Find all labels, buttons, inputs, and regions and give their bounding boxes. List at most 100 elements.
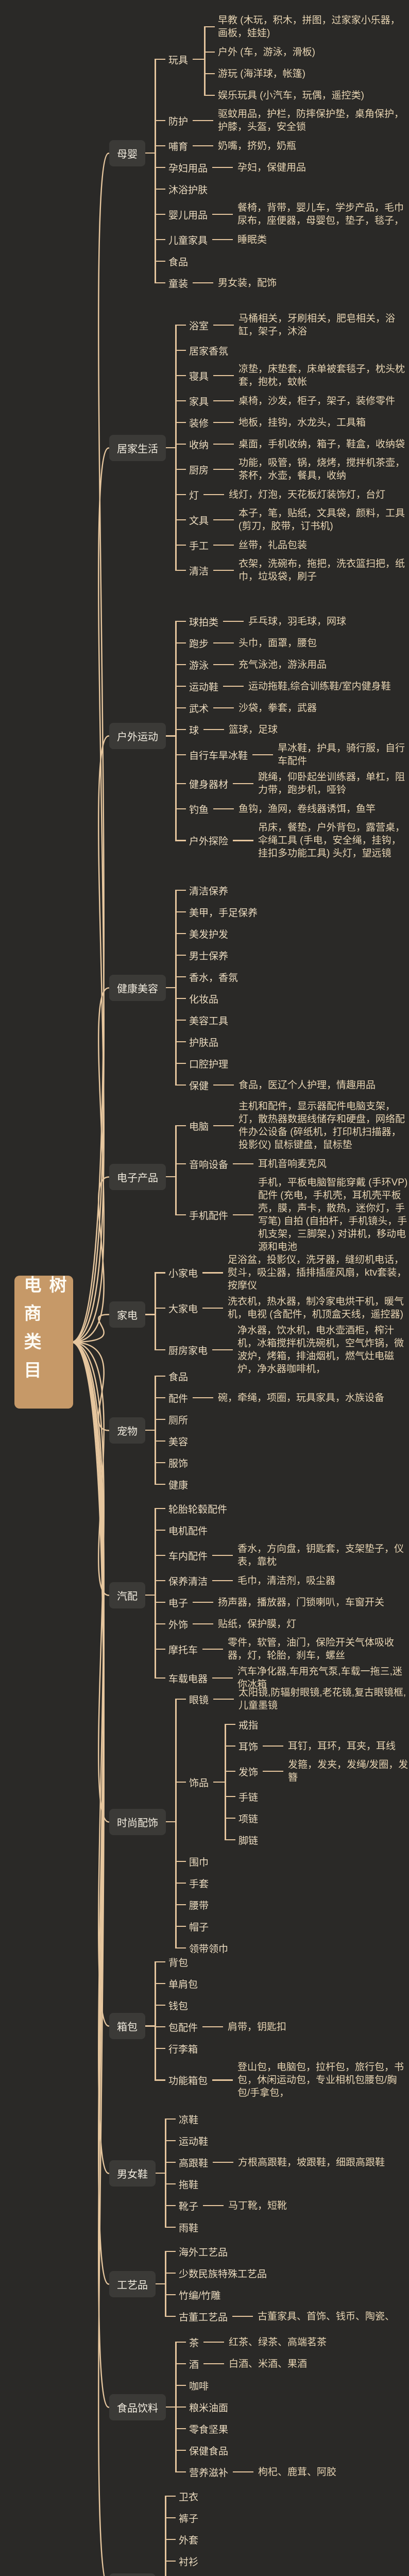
leaf-text: 足浴盆，投影仪，洗牙器，缝纫机电话，熨斗，吸尘器，插排插座风扇，ktv套装，按摩… xyxy=(228,1255,407,1291)
category-node: 健康美容 xyxy=(109,974,166,1001)
tree-row: 领带领巾 xyxy=(175,1937,409,1959)
leaf-text: 肩带，钥匙扣 xyxy=(228,2021,287,2032)
node-label: 厨房家电 xyxy=(168,1345,208,1357)
leaf-text: 游玩 (海洋球，帐篷) xyxy=(218,68,305,79)
tree-row: 早教 (木玩，积木，拼图，过家家小乐器，画板，娃娃) xyxy=(204,12,409,41)
root-branch-curve xyxy=(70,152,110,1343)
tree-row: 古董工艺品古董家具、首饰、钱币、陶瓷、 xyxy=(165,2306,395,2327)
tree-row: 雨鞋 xyxy=(165,2216,385,2238)
tree-row: 衬衫 xyxy=(165,2550,409,2572)
node-label: 文具 xyxy=(189,515,209,527)
leaf-text: 白酒、米酒、果酒 xyxy=(229,2358,308,2369)
category-node: 宠物 xyxy=(109,1417,145,1444)
root-branch-curve xyxy=(70,1176,110,1343)
branch-group: 母婴玩具早教 (木玩，积木，拼图，过家家小乐器，画板，娃娃)户外 (车，游泳，滑… xyxy=(109,12,409,294)
connector-stub xyxy=(193,1623,214,1625)
node-label: 浴室 xyxy=(189,320,209,332)
tree-row: 车内配件香水，方向盘，钥匙套，支架垫子，仪表，靠枕 xyxy=(155,1541,409,1570)
leaf-text: 马丁靴，短靴 xyxy=(228,2200,287,2211)
leaf-text: 餐椅，背带，婴儿车，学步产品，毛巾尿布，座便器，母婴包，垫子，毯子， xyxy=(237,202,404,226)
node-label: 男士保养 xyxy=(189,951,229,962)
node-label: 沐浴护肤 xyxy=(168,184,208,196)
leaf-text: 吊床，餐垫，户外背包，露营桌，伞绳工具 (手电，安全绳，挂钩，挂扣多功能工具) … xyxy=(258,822,405,859)
tree-row: 健身器材跳绳，仰卧起坐训练器，单杠，阻力带，跑步机，哑铃 xyxy=(175,769,409,798)
connector-stub xyxy=(232,2315,253,2317)
tree-row: 电脑主机和配件，显示器配件电脑支架，灯，散热器数据线储存和硬盘，网络配件办公设备… xyxy=(175,1098,409,1153)
children-column: 球拍类乒乓球，羽毛球，网球跑步头巾，面罩，腰包游泳充气泳池，游泳用品运动鞋运动拖… xyxy=(175,611,409,861)
root-branch-curve xyxy=(70,1341,110,1431)
tree-row: 手链 xyxy=(225,1786,409,1807)
node-label: 音响设备 xyxy=(189,1159,229,1171)
connector-stub xyxy=(145,1314,155,1315)
leaf-text: 地板，挂钩，水龙头，工具箱 xyxy=(238,417,366,428)
tree-row: 服饰 xyxy=(155,1452,384,1473)
category-node: 户外运动 xyxy=(109,723,166,749)
node-label: 包配件 xyxy=(168,2022,198,2033)
tree-row: 寝具凉垫，床垫套，床单被套毯子，枕头枕套，抱枕，蚊帐 xyxy=(175,361,409,390)
node-label: 装修 xyxy=(189,418,209,429)
node-label: 健身器材 xyxy=(189,779,229,790)
category-node: 电子产品 xyxy=(109,1163,166,1190)
tree-row: 孕妇用品孕妇，保健用品 xyxy=(155,157,409,178)
node-label: 运动鞋 xyxy=(189,682,219,693)
connector-stub xyxy=(263,1770,284,1772)
tree-row: 运动鞋运动拖鞋,综合训练鞋/室内健身鞋 xyxy=(175,675,409,697)
tree-row: 厕所 xyxy=(155,1409,384,1430)
tree-row: 护肤品 xyxy=(175,1031,376,1053)
branch-group: 家电小家电足浴盆，投影仪，洗牙器，缝纫机电话，熨斗，吸尘器，插排插座风扇，ktv… xyxy=(109,1252,409,1377)
tree-row: 防护驱蚊用品，护栏，防摔保护垫，桌角保护，护膝，头盔，安全锁 xyxy=(155,106,409,135)
leaf-text: 篮球，足球 xyxy=(229,724,278,735)
connector-stub xyxy=(193,120,214,122)
leaf-text: 洗衣机，热水器，制冷家电烘干机，暖气机，电视 (含配件，机顶盒天线，遥控器) xyxy=(228,1296,404,1320)
connector-stub xyxy=(213,569,234,571)
node-label: 球 xyxy=(189,725,199,736)
leaf-text: 乒乓球，羽毛球，网球 xyxy=(248,616,347,627)
connector-stub xyxy=(203,2205,224,2207)
tree-row: 球 篮球，足球 xyxy=(175,719,409,740)
connector-stub xyxy=(213,1781,225,1783)
leaf-text: 食品，医辽个人护理，情趣用品 xyxy=(238,1079,376,1091)
tree-row: 功能箱包登山包，电脑包，拉杆包，旅行包，书包，休闲运动包，专业相机包腰包/胸包/… xyxy=(155,2059,409,2101)
tree-row: 文具本子，笔，贴纸，文具袋，颜料，工具 (剪刀，胶带，订书机) xyxy=(175,505,409,534)
root-branch-curve xyxy=(70,447,110,1343)
tree-row: 围巾 xyxy=(175,1851,409,1872)
tree-row: 灯线灯，灯泡，天花板灯装饰灯，台灯 xyxy=(175,484,409,505)
tree-row: 粮米油面 xyxy=(175,2396,336,2418)
branch-group: 户外运动球拍类乒乓球，羽毛球，网球跑步头巾，面罩，腰包游泳充气泳池，游泳用品运动… xyxy=(109,611,409,861)
node-label: 美发护发 xyxy=(189,929,229,940)
tree-row: 清洁保养 xyxy=(175,879,376,901)
tree-row: 脚链 xyxy=(225,1829,409,1851)
node-label: 营养滋补 xyxy=(189,2467,229,2479)
leaf-text: 净水器，饮水机，电水壶酒柜，榨汁机，冰箱搅拌机洗碗机，空气炸锅，微波炉，烤箱，排… xyxy=(237,1325,404,1375)
connector-stub xyxy=(213,375,234,377)
connector-stub xyxy=(166,1821,175,1823)
node-label: 行李箱 xyxy=(168,2044,198,2055)
tree-row: 儿童家具睡眠类 xyxy=(155,229,409,250)
children-column: 凉鞋运动鞋高跟鞋方根高跟鞋，坡跟鞋，细跟高跟鞋拖鞋靴子马丁靴，短靴雨鞋 xyxy=(165,2108,385,2238)
connector-stub xyxy=(213,421,234,423)
node-label: 外套 xyxy=(179,2535,199,2546)
tree-row: 健康 xyxy=(155,1473,384,1495)
tree-row: 美容 xyxy=(155,1430,384,1452)
connector-stub xyxy=(212,239,233,241)
node-label: 钱包 xyxy=(168,2001,189,2012)
children-column: 背包单肩包钱包包配件肩带，钥匙扣行李箱功能箱包登山包，电脑包，拉杆包，旅行包，书… xyxy=(155,1951,409,2101)
tree-row: 项链 xyxy=(225,1807,409,1829)
node-label: 游泳 xyxy=(189,660,209,671)
node-label: 粮米油面 xyxy=(189,2402,229,2414)
node-label: 功能箱包 xyxy=(168,2076,208,2087)
node-label: 收纳 xyxy=(189,439,209,451)
node-label: 腰带 xyxy=(189,1900,209,1911)
node-label: 靴子 xyxy=(179,2201,199,2212)
tree-row: 装修 地板，挂钩，水龙头，工具箱 xyxy=(175,412,409,433)
tree-row: 眼镜太阳镜,防辐射眼镜,老花镜,复古眼镜框,儿童墨镜 xyxy=(175,1685,409,1714)
connector-stub xyxy=(213,468,234,470)
connector-stub xyxy=(213,1125,234,1127)
tree-row: 男士保养 xyxy=(175,944,376,966)
tree-row: 轮胎轮毂配件 xyxy=(155,1498,409,1519)
node-label: 竹编/竹雕 xyxy=(179,2290,221,2301)
branch-group: 居家生活浴室马桶相关，牙刷相关，肥皂相关，浴缸，架子，沐浴居家香氛寝具凉垫，床垫… xyxy=(109,311,409,585)
tree-row: 电机配件 xyxy=(155,1519,409,1541)
connector-stub xyxy=(213,519,234,521)
